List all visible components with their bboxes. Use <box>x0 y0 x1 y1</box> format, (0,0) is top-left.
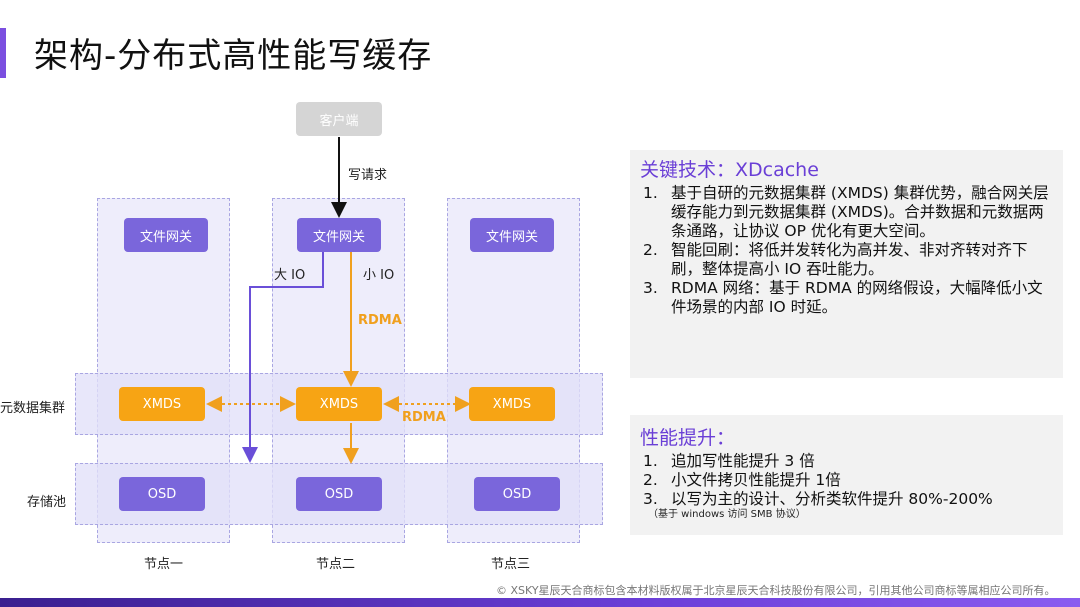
page-title: 架构-分布式高性能写缓存 <box>34 36 433 76</box>
node-label-3: 节点三 <box>491 557 531 572</box>
osd-node-1: OSD <box>119 477 205 511</box>
small-io-label: 小 IO <box>363 268 395 283</box>
copyright-footer: © XSKY星辰天合商标包含本材料版权属于北京星辰天合科技股份有限公司，引用其他… <box>496 584 1056 597</box>
rdma-label-horizontal: RDMA <box>402 410 446 425</box>
key-tech-item: 3.RDMA 网络：基于 RDMA 的网络假设，大幅降低小文件场景的内部 IO … <box>643 279 1043 316</box>
perf-heading: 性能提升： <box>640 427 736 449</box>
file-gateway-1: 文件网关 <box>124 218 208 252</box>
perf-list: 1.追加写性能提升 3 倍 2.小文件拷贝性能提升 1倍 3.以写为主的设计、分… <box>640 452 1055 509</box>
write-request-label: 写请求 <box>348 168 388 183</box>
xmds-node-3: XMDS <box>469 387 555 421</box>
perf-item: 3.以写为主的设计、分析类软件提升 80%-200% <box>643 490 993 508</box>
xmds-node-1: XMDS <box>119 387 205 421</box>
large-io-label: 大 IO <box>274 268 306 283</box>
title-accent-bar <box>0 28 6 78</box>
large-io-path <box>242 252 324 463</box>
perf-item: 1.追加写性能提升 3 倍 <box>643 452 815 470</box>
node-label-1: 节点一 <box>144 557 184 572</box>
key-tech-panel: 关键技术：XDcache 1.基于自研的元数据集群 (XMDS) 集群优势，融合… <box>630 150 1063 378</box>
perf-panel: 性能提升： 1.追加写性能提升 3 倍 2.小文件拷贝性能提升 1倍 3.以写为… <box>630 415 1063 535</box>
osd-node-2: OSD <box>296 477 382 511</box>
key-tech-item: 2.智能回刷：将低并发转化为高并发、非对齐转对齐下刷，整体提高小 IO 吞吐能力… <box>643 241 1028 278</box>
key-tech-item: 1.基于自研的元数据集群 (XMDS) 集群优势，融合网关层缓存能力到元数据集群… <box>643 184 1049 240</box>
bottom-gradient-bar <box>0 598 1080 607</box>
perf-item: 2.小文件拷贝性能提升 1倍 <box>643 471 841 489</box>
key-tech-list: 1.基于自研的元数据集群 (XMDS) 集群优势，融合网关层缓存能力到元数据集群… <box>640 184 1055 317</box>
file-gateway-2: 文件网关 <box>297 218 381 252</box>
xmds-node-2: XMDS <box>296 387 382 421</box>
node-label-2: 节点二 <box>316 557 356 572</box>
perf-note: （基于 windows 访问 SMB 协议） <box>648 509 806 520</box>
rdma-label-vertical: RDMA <box>358 313 402 328</box>
osd-node-3: OSD <box>474 477 560 511</box>
storage-pool-label: 存储池 <box>27 495 67 510</box>
client-box: 客户端 <box>296 102 382 136</box>
meta-cluster-label: 元数据集群 <box>0 401 66 416</box>
file-gateway-3: 文件网关 <box>470 218 554 252</box>
key-tech-heading: 关键技术：XDcache <box>640 159 819 181</box>
